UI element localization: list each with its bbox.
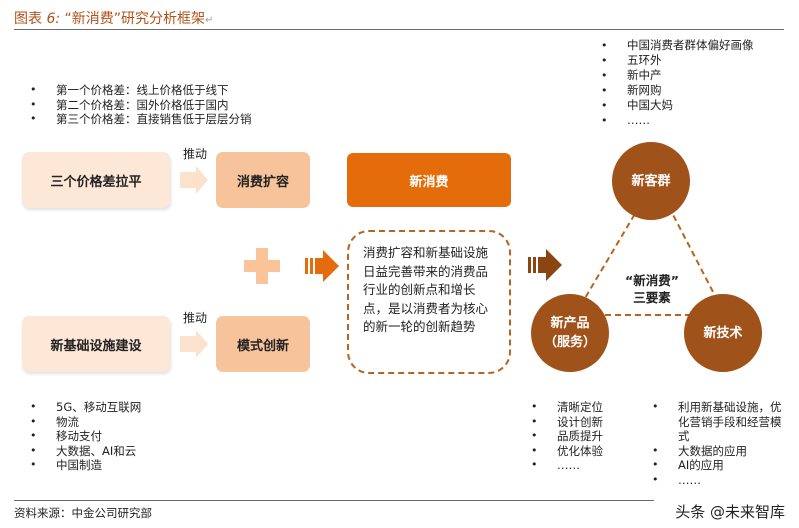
arrow-right-icon: [180, 330, 208, 358]
consumption-expansion-box: 消费扩容: [216, 152, 310, 208]
list-item: •优化体验: [531, 443, 603, 458]
new-customers-circle: 新客群: [612, 142, 690, 220]
three-elements-title: “新消费” 三要素: [625, 273, 679, 305]
list-item: •设计创新: [531, 414, 603, 429]
list-item: •移动支付: [30, 429, 102, 443]
list-item: •中国大妈: [601, 98, 673, 112]
arrow-right-icon: [180, 166, 208, 194]
list-item: •……: [531, 458, 580, 472]
infrastructure-list: •5G、移动互联网 •物流 •移动支付 •大数据、AI和云 •中国制造: [30, 400, 142, 473]
list-item: •利用新基础设施，优化营销手段和经营模式: [652, 400, 782, 443]
list-item: •……: [601, 113, 650, 127]
list-item: •清晰定位: [531, 400, 603, 414]
list-item: •中国制造: [30, 458, 102, 472]
source-note: 资料来源：中金公司研究部: [14, 506, 152, 520]
arrow-right-icon: [528, 249, 562, 281]
list-item: •品质提升: [531, 429, 603, 443]
list-item: •第一个价格差：线上价格低于线下: [30, 83, 229, 97]
title-divider: [14, 29, 784, 30]
list-item: •新中产: [601, 68, 662, 82]
new-technology-circle: 新技术: [684, 294, 762, 372]
watermark: 头条 @未来智库: [675, 503, 785, 521]
list-item: •大数据的应用: [652, 443, 747, 458]
drive-label-bottom: 推动: [183, 311, 208, 325]
infrastructure-box: 新基础设施建设: [22, 316, 170, 372]
list-item: •第三个价格差：直接销售低于层层分销: [30, 112, 252, 126]
new-consumption-box: 新消费: [347, 153, 511, 207]
list-item: •5G、移动互联网: [30, 400, 142, 414]
list-item: •第二个价格差：国外价格低于国内: [30, 97, 229, 112]
technology-list: •利用新基础设施，优化营销手段和经营模式 •大数据的应用 •AI的应用 •……: [652, 400, 782, 487]
price-gap-box: 三个价格差拉平: [22, 152, 170, 208]
list-item: •五环外: [601, 53, 662, 67]
consumer-profile-list: •中国消费者群体偏好画像 •五环外 •新中产 •新网购 •中国大妈 •……: [601, 38, 754, 128]
list-item: •大数据、AI和云: [30, 443, 137, 458]
price-gap-list: •第一个价格差：线上价格低于线下 •第二个价格差：国外价格低于国内 •第三个价格…: [30, 83, 252, 127]
list-item: •AI的应用: [652, 458, 724, 472]
list-item: •物流: [30, 414, 79, 429]
list-item: •中国消费者群体偏好画像: [601, 38, 754, 52]
product-list: •清晰定位 •设计创新 •品质提升 •优化体验 •……: [531, 400, 603, 473]
model-innovation-box: 模式创新: [216, 316, 310, 372]
plus-icon: [244, 248, 280, 284]
arrow-right-icon: [305, 250, 339, 282]
page-title: 图表 6: “新消费”研究分析框架↵: [14, 11, 214, 27]
footer-divider: [14, 500, 654, 501]
drive-label-top: 推动: [183, 147, 208, 161]
list-item: •新网购: [601, 83, 662, 97]
new-consumption-description: 消费扩容和新基础设施日益完善带来的消费品行业的创新点和增长点，是以消费者为核心的…: [347, 230, 511, 374]
new-product-circle: 新产品（服务）: [531, 294, 609, 372]
list-item: •……: [652, 472, 701, 487]
